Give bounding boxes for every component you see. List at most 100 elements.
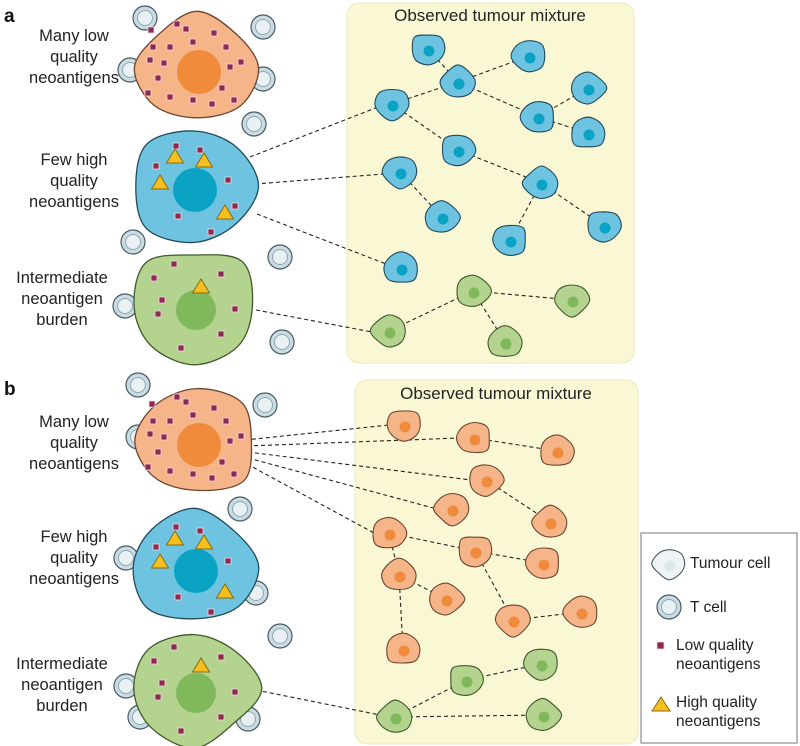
low-quality-neoantigen [170,643,178,651]
tumour-cell-nucleus [437,213,449,225]
tumour-cell-nucleus [470,547,482,559]
low-quality-neoantigen [217,713,225,721]
low-quality-neoantigen [189,96,197,104]
big-cell-b-green [133,633,263,746]
svg-text:quality: quality [50,48,98,66]
legend-tumour-cell-label: Tumour cell [690,555,770,572]
low-quality-neoantigen [218,458,226,466]
legend-low-quality-icon [656,641,665,650]
mixture-title-b: Observed tumour mixture [400,384,592,403]
low-quality-neoantigen [237,58,245,66]
svg-text:burden: burden [36,697,87,715]
tumour-cell-nucleus [599,222,611,234]
tumour-cell-nucleus [552,447,564,459]
low-quality-neoantigen [173,393,181,401]
high-quality-neoantigen [215,583,235,599]
low-quality-neoantigen [166,43,174,51]
legend-low-quality-label-line1: Low quality [676,637,754,654]
low-quality-neoantigen [207,608,215,616]
big-cell-b-orange [134,387,253,492]
tumour-cell-nucleus [453,78,465,90]
low-quality-neoantigen [172,523,180,531]
low-quality-neoantigen [172,142,180,150]
big-cell-a-green [133,254,254,366]
low-quality-neoantigen [231,305,239,313]
tumour-cell-nucleus [453,146,465,158]
low-quality-neoantigen [148,400,156,408]
tumour-cell-nucleus [583,129,595,141]
low-quality-neoantigen [224,176,232,184]
tumour-cell-nucleus [536,179,548,191]
high-quality-neoantigen [191,657,211,673]
low-quality-neoantigen [144,89,152,97]
low-quality-neoantigen [226,437,234,445]
low-quality-neoantigen [189,470,197,478]
connector-line [256,213,387,265]
low-quality-neoantigen [147,26,155,34]
legend-t-cell-label: T cell [690,599,727,616]
low-quality-neoantigen [158,679,166,687]
tumour-cell-nucleus [447,505,459,517]
tumour-cell-nucleus [524,52,536,64]
svg-text:neoantigens: neoantigens [29,455,119,473]
tumour-cell-nucleus [567,296,579,308]
low-quality-neoantigen [177,727,185,735]
low-quality-neoantigen [160,59,168,67]
connector-line [398,574,404,650]
t-cell-nucleus [272,249,288,265]
cell-nucleus [176,290,216,330]
low-quality-neoantigen [222,417,230,425]
tumour-cell-nucleus [508,616,520,628]
big-cell-a-blue [135,130,260,244]
tumour-cell-nucleus [423,45,435,57]
t-cell-nucleus [118,550,134,566]
low-quality-neoantigen [237,432,245,440]
low-quality-neoantigen [144,463,152,471]
legend-high-quality-icon [651,696,671,712]
legend-low-quality-label-line2: neoantigens [676,656,761,673]
svg-text:Few high: Few high [41,151,108,169]
tumour-cell-nucleus [538,559,550,571]
tumour-cell-nucleus [505,236,517,248]
t-cell-nucleus [137,10,153,26]
low-quality-neoantigen [154,310,162,318]
cell-nucleus [173,168,217,212]
t-cell-nucleus [255,19,271,35]
mixture-title-a: Observed tumour mixture [394,6,586,25]
t-cell-nucleus [232,501,248,517]
t-cell-nucleus [118,678,134,694]
low-quality-neoantigen [154,448,162,456]
low-quality-neoantigen [218,84,226,92]
low-quality-neoantigen [226,63,234,71]
big-cell-a-orange [133,10,260,119]
low-quality-neoantigen [217,653,225,661]
low-quality-neoantigen [230,470,238,478]
tumour-cell-nucleus [468,287,480,299]
t-cell-nucleus [117,298,133,314]
high-quality-neoantigen [150,174,170,190]
high-quality-neoantigen [194,152,214,168]
high-quality-neoantigen [194,534,214,550]
low-quality-neoantigen [150,657,158,665]
low-quality-neoantigen [166,467,174,475]
tumour-cell-nucleus [390,713,402,725]
high-quality-neoantigen [165,148,185,164]
low-quality-neoantigen [177,344,185,352]
low-quality-neoantigen [208,100,216,108]
low-quality-neoantigen [146,430,154,438]
svg-text:Intermediate: Intermediate [16,655,108,673]
cell-nucleus [174,549,218,593]
svg-text:Many low: Many low [39,27,109,45]
big-cell-b-blue [132,507,260,620]
low-quality-neoantigen [149,43,157,51]
tumour-cell-nucleus [394,571,406,583]
svg-text:Many low: Many low [39,413,109,431]
label-b-intermediate: Intermediate neoantigen burden [16,655,108,715]
label-b-many-low: Many low quality neoantigens [29,413,119,473]
svg-text:Intermediate: Intermediate [16,269,108,287]
connector-line [394,714,544,718]
low-quality-neoantigen [173,20,181,28]
connector-line [249,106,379,158]
low-quality-neoantigen [174,212,182,220]
legend-tumour-cell-nucleus [664,560,676,572]
